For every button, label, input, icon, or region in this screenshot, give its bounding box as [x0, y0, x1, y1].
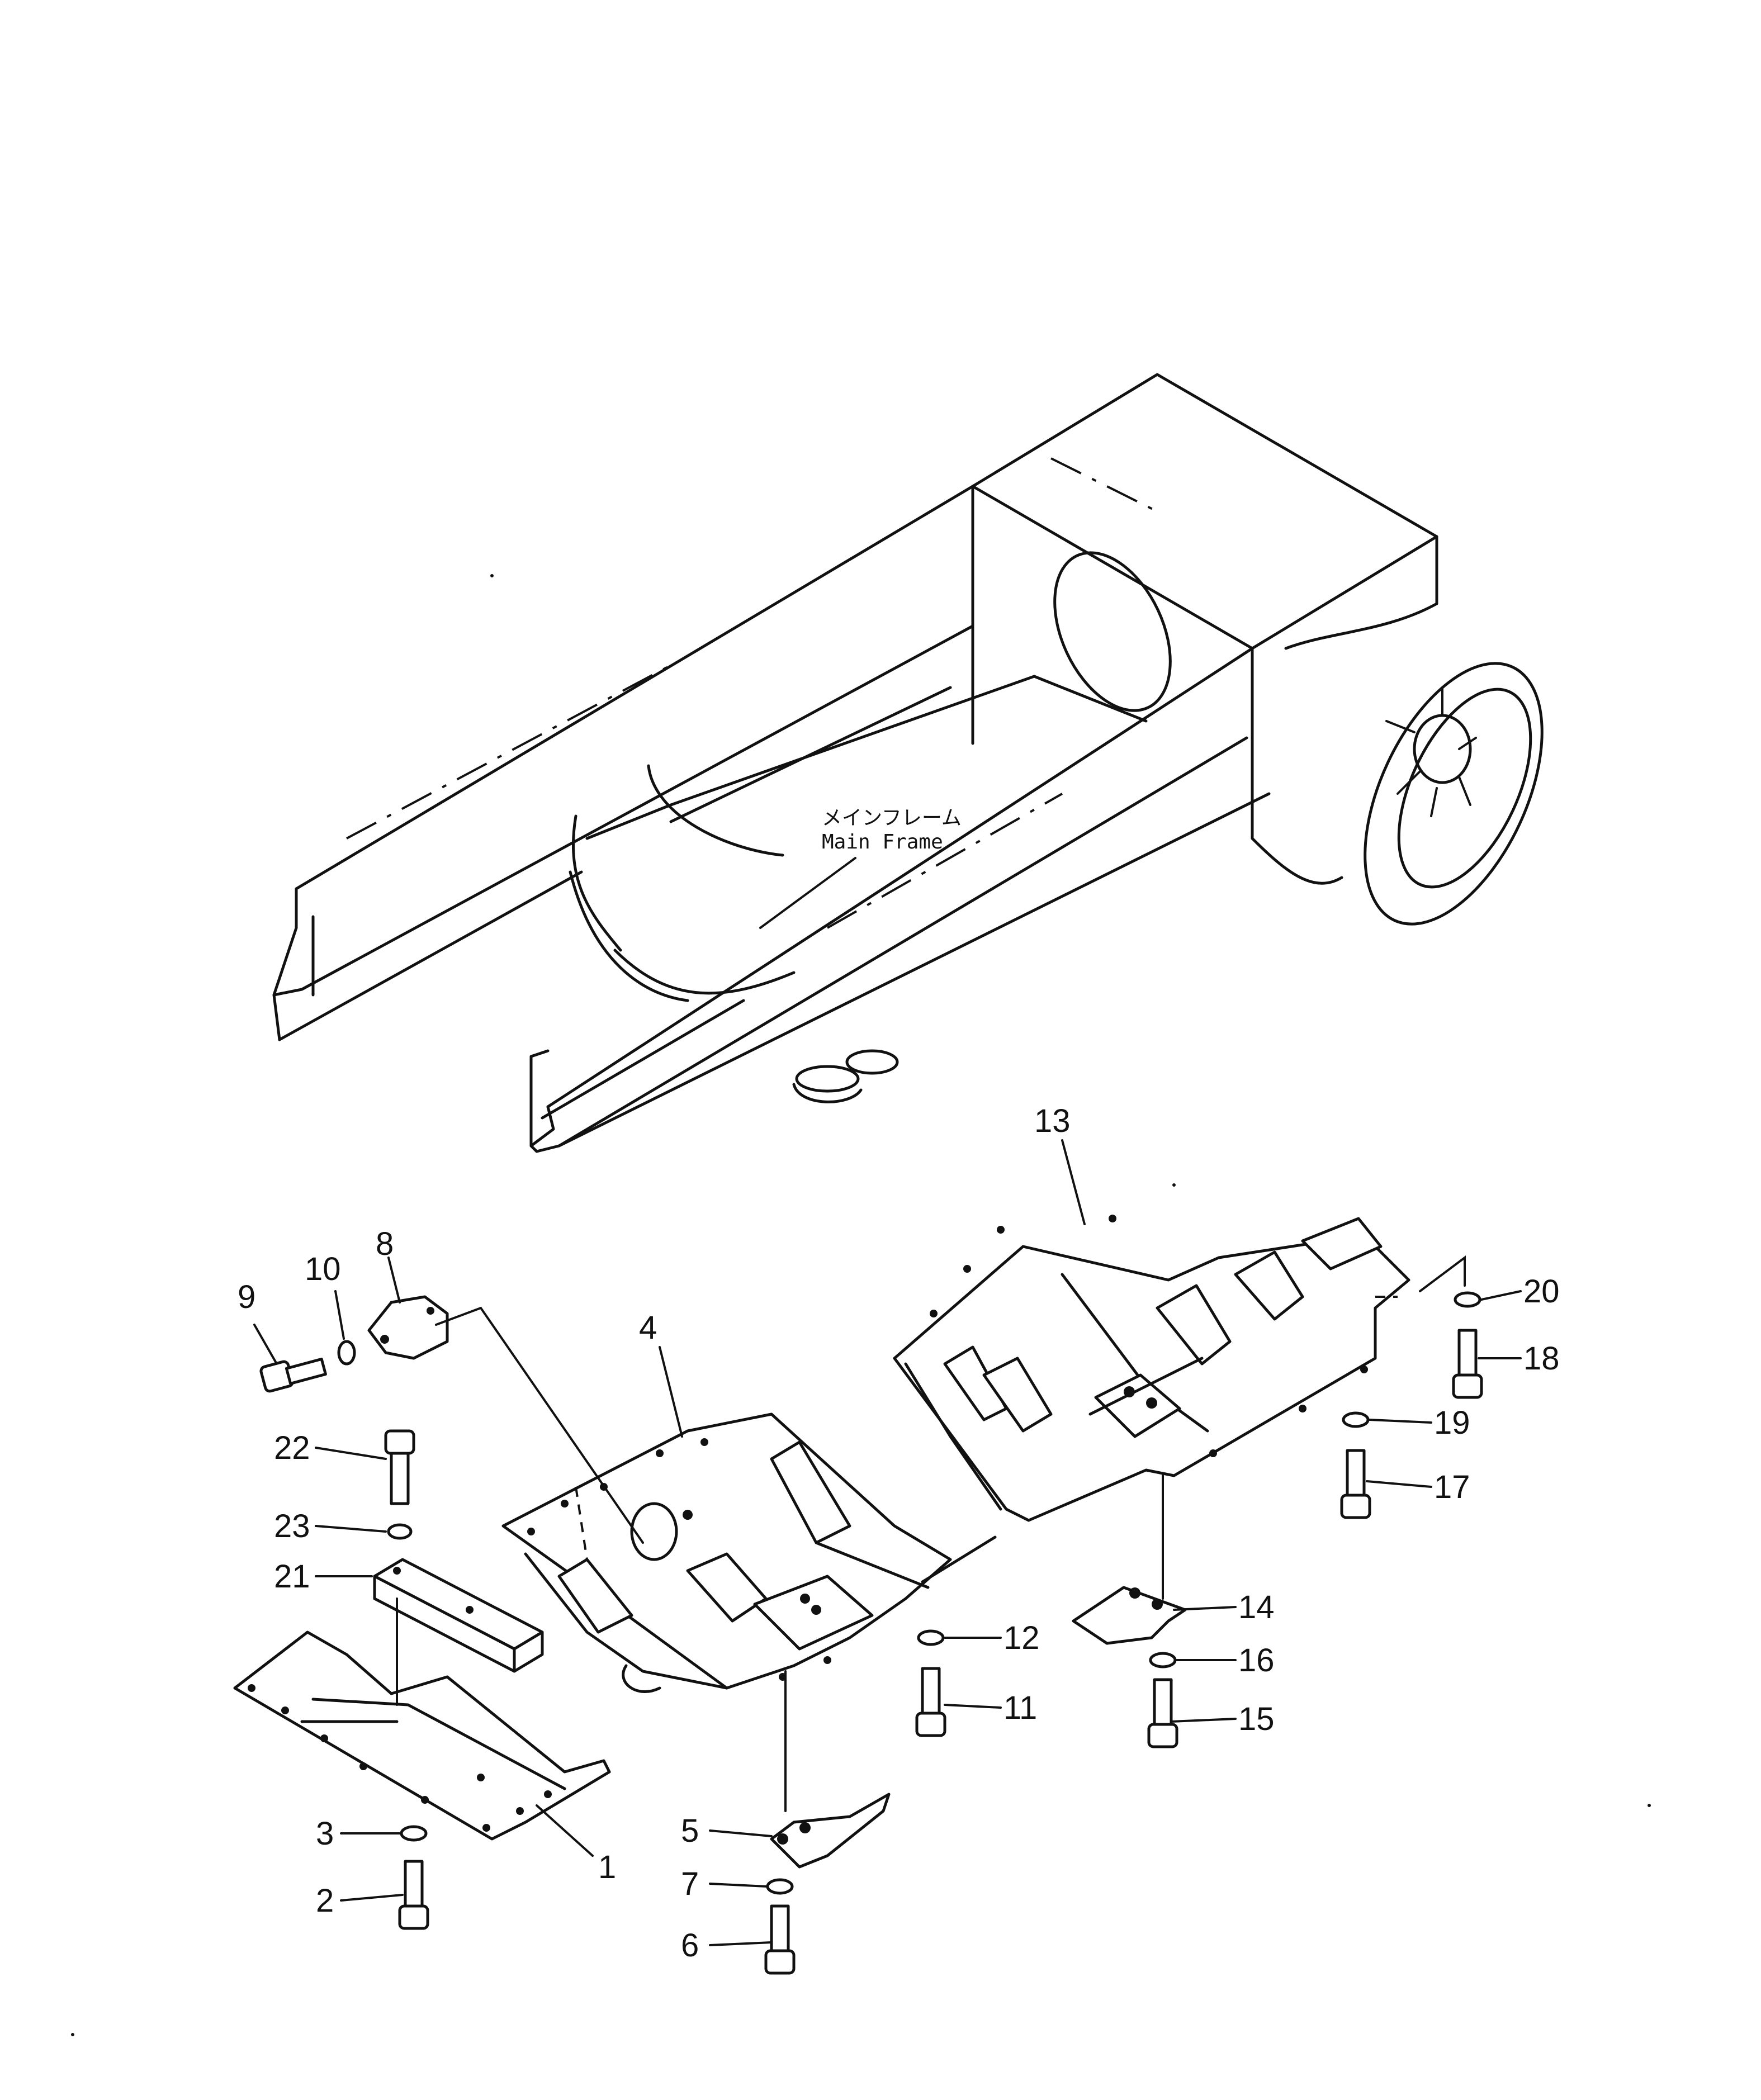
- part-14-plate: [1072, 1586, 1187, 1645]
- part-1-plate: [233, 1630, 611, 1841]
- callout-17: 17: [1434, 1469, 1470, 1505]
- part-21-block: [373, 1558, 544, 1673]
- callout-5: 5: [681, 1813, 699, 1849]
- part-16-washer: [1149, 1652, 1177, 1668]
- part-22-bolt: [384, 1429, 415, 1505]
- part-2-bolt: [398, 1860, 429, 1930]
- part-6-bolt: [764, 1904, 796, 1975]
- part-11-bolt: [915, 1667, 946, 1737]
- part-12-washer: [917, 1629, 945, 1646]
- callout-3: 3: [316, 1815, 334, 1852]
- leader-lines: [253, 1257, 1522, 1946]
- part-1-holes: [248, 1684, 552, 1832]
- callout-8: 8: [376, 1226, 394, 1262]
- part-17-bolt: [1340, 1449, 1371, 1519]
- callout-22: 22: [274, 1430, 310, 1466]
- part-15-bolt: [1147, 1678, 1178, 1748]
- part-13-rear-guard: [893, 1215, 1410, 1522]
- part-3-washer: [400, 1825, 428, 1842]
- frame-label-jp: メインフレーム: [822, 807, 962, 829]
- part-13-holes: [930, 1215, 1368, 1457]
- callout-10: 10: [305, 1251, 341, 1287]
- part-18-bolt: [1452, 1329, 1483, 1399]
- callout-14: 14: [1238, 1589, 1275, 1625]
- callout-9: 9: [238, 1279, 255, 1315]
- part-9-bolt: [259, 1357, 327, 1393]
- callout-6: 6: [681, 1927, 699, 1964]
- callout-7: 7: [681, 1866, 699, 1902]
- callout-21: 21: [274, 1558, 310, 1595]
- callout-11: 11: [1003, 1690, 1037, 1726]
- callout-12: 12: [1003, 1620, 1040, 1656]
- part-20-washer: [1454, 1291, 1481, 1308]
- callout-4: 4: [639, 1310, 657, 1346]
- callout-18: 18: [1523, 1340, 1560, 1377]
- callout-1: 1: [598, 1849, 616, 1885]
- part-4-holes: [527, 1438, 831, 1681]
- callout-15: 15: [1238, 1701, 1275, 1737]
- part-5-bracket: [770, 1793, 891, 1869]
- part-19-washer: [1342, 1411, 1370, 1428]
- part-10-washer: [337, 1340, 356, 1366]
- callout-2: 2: [316, 1883, 334, 1919]
- part-23-washer: [387, 1523, 413, 1540]
- callout-13: 13: [1034, 1103, 1071, 1139]
- callout-19: 19: [1434, 1405, 1470, 1441]
- part-7-washer: [766, 1878, 794, 1895]
- callout-23: 23: [274, 1508, 310, 1544]
- frame-label-en: Main Frame: [822, 831, 943, 854]
- callout-20: 20: [1523, 1273, 1560, 1310]
- part-4-front-guard: [501, 1412, 997, 1693]
- callout-16: 16: [1238, 1642, 1275, 1679]
- main-frame: [272, 373, 1544, 1153]
- part-8-cover: [367, 1295, 449, 1360]
